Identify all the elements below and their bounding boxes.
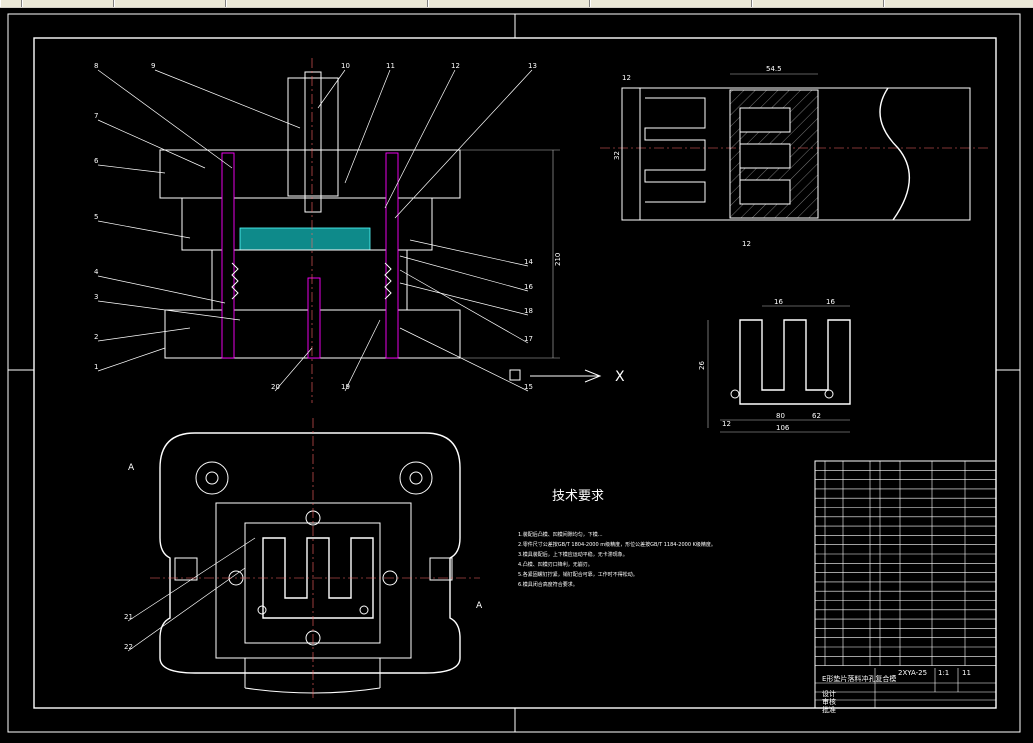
leader-line	[399, 327, 529, 392]
part-number-label: 19	[341, 383, 350, 391]
leader-line	[97, 220, 191, 239]
part-number-label: 21	[124, 613, 133, 621]
dim-part-bot2: 62	[812, 412, 821, 420]
part-number-label: 5	[94, 213, 98, 221]
assembly-section-view: 210 X	[159, 58, 625, 403]
leader-line	[394, 69, 533, 219]
leader-line	[399, 255, 529, 292]
leader-line	[317, 69, 346, 109]
part-number-label: 17	[524, 335, 533, 343]
title-drawing-name: E形垫片落料冲孔复合模	[822, 674, 896, 683]
taskbar-button-3[interactable]	[226, 0, 428, 7]
part-number-label: 12	[451, 62, 460, 70]
part-number-label: 14	[524, 258, 533, 266]
tech-line-5: 5.各紧固螺钉拧紧，销钉配合可靠，工作时不得松动。	[518, 571, 638, 578]
title-scale: 1:1	[938, 669, 949, 677]
dim-part-bot3: 106	[776, 424, 790, 432]
part-number-label: 4	[94, 268, 99, 276]
view-label-a-bottom: A	[476, 601, 483, 611]
tech-requirements-title: 技术要求	[552, 489, 604, 504]
dim-strip-h: 32	[613, 151, 621, 160]
leader-line	[97, 275, 226, 304]
dim-strip-width: 54.5	[766, 65, 782, 73]
sheet-outer-border	[7, 13, 1021, 733]
tech-line-3: 3.模具装配后，上下模应运动平稳，无卡滞现象。	[518, 551, 628, 558]
taskbar-button-7[interactable]	[884, 0, 1033, 7]
part-number-label: 3	[94, 293, 98, 301]
part-number-label: 18	[524, 307, 533, 315]
part-number-label: 2	[94, 333, 98, 341]
leader-line	[97, 327, 191, 342]
tech-line-4: 4.凸模、凹模刃口锋利，无崩刃。	[518, 561, 593, 568]
leader-line	[409, 239, 529, 267]
part-number-label: 7	[94, 112, 98, 120]
strip-layout-view: 54.5 12 32 12	[600, 65, 990, 248]
leader-line	[274, 347, 313, 392]
part-number-label: 9	[151, 62, 155, 70]
tech-requirements-lines: 1.装配后凸模、凹模间隙均匀，下模... 2.零件尺寸公差按GB/T 1804-…	[518, 531, 716, 588]
leader-line	[154, 69, 301, 129]
title-row-design: 设计	[822, 689, 836, 698]
leader-line	[97, 164, 166, 174]
part-number-label: 15	[524, 383, 533, 391]
dim-strip-left: 12	[622, 74, 631, 82]
leader-line	[399, 269, 529, 344]
tech-line-1: 1.装配后凸模、凹模间隙均匀，下模...	[518, 531, 603, 538]
leader-line	[127, 567, 246, 652]
title-sheets: 11	[962, 669, 971, 677]
taskbar-button-6[interactable]	[752, 0, 884, 7]
dim-part-top1: 16	[774, 298, 783, 306]
leader-line	[97, 69, 233, 169]
taskbar-button-2[interactable]	[114, 0, 226, 7]
dim-assembly-height: 210	[554, 253, 562, 266]
part-number-label: 10	[341, 62, 350, 70]
taskbar-button-5[interactable]	[590, 0, 752, 7]
part-number-label: 11	[386, 62, 395, 70]
dim-part-bot1: 80	[776, 412, 785, 420]
svg-text:X: X	[615, 369, 625, 385]
taskbar-button-1[interactable]	[22, 0, 114, 7]
dim-part-top2: 16	[826, 298, 835, 306]
leader-line	[399, 282, 529, 316]
dim-part-side: 26	[698, 361, 706, 370]
tech-line-6: 6.模具闭合高度符合要求。	[518, 581, 578, 588]
dim-part-small: 12	[722, 420, 731, 428]
leader-line	[344, 319, 381, 392]
part-number-label: 6	[94, 157, 99, 165]
leader-line	[97, 300, 241, 321]
view-label-a-top: A	[128, 463, 135, 473]
title-row-review: 审核	[822, 697, 836, 706]
sheet-inner-border	[33, 37, 997, 709]
leader-line	[384, 69, 456, 209]
part-number-label: 16	[524, 283, 533, 291]
taskbar-button-4[interactable]	[428, 0, 590, 7]
part-number-label: 22	[124, 643, 133, 651]
part-number-label: 20	[271, 383, 280, 391]
title-code: 2XYA-25	[898, 669, 927, 677]
tech-line-2: 2.零件尺寸公差按GB/T 1804-2000 m级精度，形位公差按GB/T 1…	[518, 541, 716, 548]
part-number-label: 8	[94, 62, 98, 70]
title-row-approve: 批准	[822, 705, 836, 714]
leader-line	[97, 119, 206, 169]
bom-table	[814, 460, 997, 709]
leader-line	[344, 69, 391, 184]
part-number-label: 1	[94, 363, 98, 371]
part-number-label: 13	[528, 62, 537, 70]
plan-view: A A	[128, 418, 483, 698]
dim-strip-bottom: 12	[742, 240, 751, 248]
taskbar-button-start[interactable]	[0, 0, 22, 7]
part-view: 16 16 26 80 62 106 12	[698, 298, 851, 433]
leader-line	[97, 347, 166, 372]
